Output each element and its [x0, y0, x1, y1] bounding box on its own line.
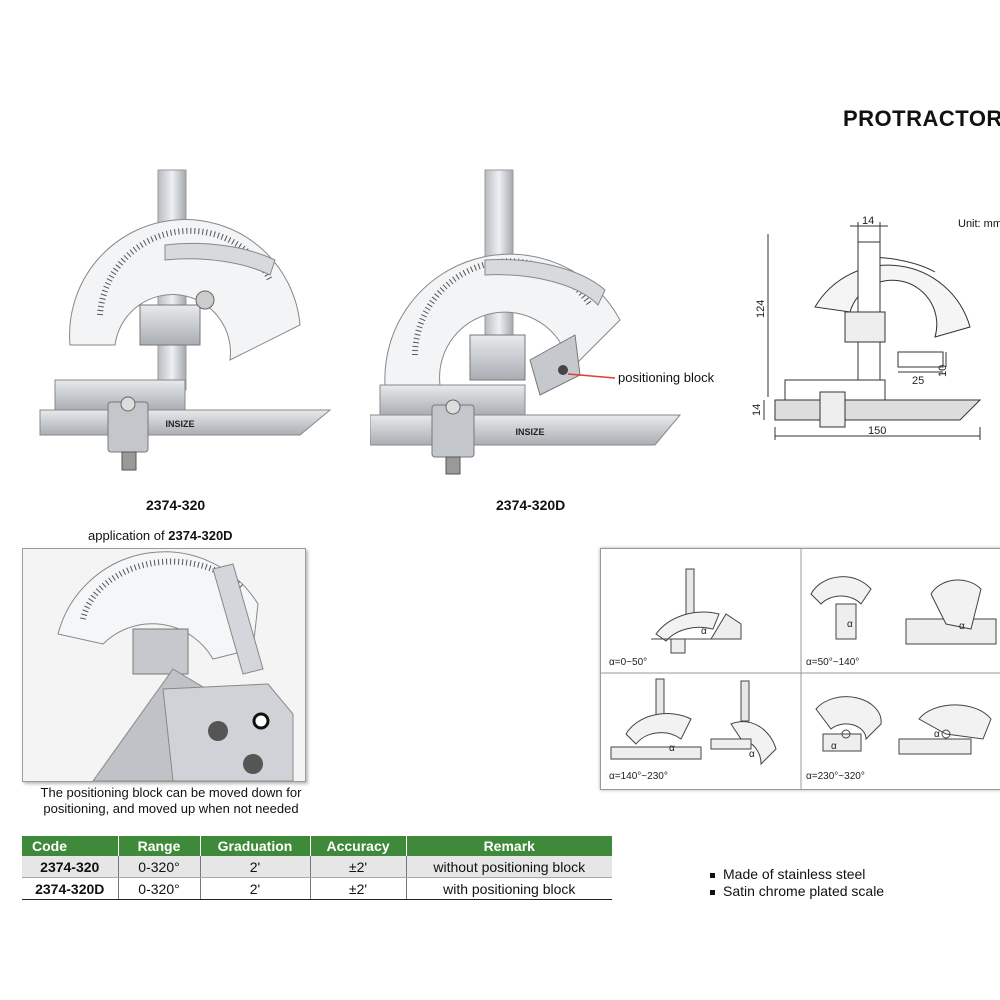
col-range: Range — [118, 836, 201, 856]
alpha-label: α — [831, 741, 837, 752]
dim-14-top: 14 — [862, 215, 874, 227]
application-code: 2374-320D — [168, 528, 233, 543]
usage-diagrams: α α=0~50° α α α=50°~140° α α α=140°~230° — [601, 549, 1000, 789]
col-code: Code — [22, 836, 119, 856]
protractor-photo-2374-320: INSIZE — [39, 169, 332, 471]
usage-diagram-0-50: α α=0~50° — [609, 568, 742, 668]
alpha-label: α — [847, 619, 853, 630]
usage-diagram-230-320: α α α=230°~320° — [806, 696, 992, 782]
cell-range: 0-320° — [118, 856, 201, 878]
dimension-drawing: 14 124 25 10 14 150 — [751, 215, 982, 440]
product-caption-1: 2374-320 — [146, 497, 206, 513]
bullet-icon — [710, 872, 715, 878]
dim-150: 150 — [868, 425, 886, 437]
cell-range: 0-320° — [118, 877, 201, 900]
cell-remark: with positioning block — [406, 877, 612, 900]
alpha-label: α — [701, 626, 707, 637]
col-remark: Remark — [406, 836, 612, 856]
usage-diagram-panel: α α=0~50° α α α=50°~140° α α α=140°~230° — [600, 548, 1000, 790]
table-row: 2374-320D 0-320° 2' ±2' with positioning… — [22, 877, 612, 900]
cell-accuracy: ±2' — [310, 856, 407, 878]
brand-logo: INSIZE — [515, 427, 544, 437]
unit-label: Unit: mm — [958, 218, 1000, 230]
usage-diagram-50-140: α α α=50°~140° — [806, 576, 997, 668]
feature-list: Made of stainless steel Satin chrome pla… — [710, 866, 884, 900]
application-photo-frame — [22, 548, 306, 782]
cell-code: 2374-320 — [22, 856, 119, 878]
application-note: The positioning block can be moved down … — [40, 785, 302, 816]
application-label: application of 2374-320D — [88, 528, 233, 543]
spec-table-header: Code Range Graduation Accuracy Remark — [22, 836, 612, 856]
brand-logo: INSIZE — [165, 419, 194, 429]
usage-range-1: α=50°~140° — [806, 657, 859, 668]
page-title: PROTRACTOR — [843, 106, 1000, 131]
col-accuracy: Accuracy — [310, 836, 407, 856]
cell-graduation: 2' — [200, 877, 311, 900]
alpha-label: α — [749, 749, 755, 760]
positioning-block-callout: positioning block — [618, 370, 715, 385]
dim-10: 10 — [937, 365, 949, 377]
feature-item: Satin chrome plated scale — [710, 883, 884, 900]
dim-25: 25 — [912, 375, 924, 387]
col-graduation: Graduation — [200, 836, 311, 856]
dim-14-side: 14 — [751, 404, 763, 416]
usage-range-2: α=140°~230° — [609, 771, 668, 782]
cell-code: 2374-320D — [22, 877, 119, 900]
usage-range-0: α=0~50° — [609, 657, 647, 668]
application-photo — [57, 551, 294, 781]
cell-accuracy: ±2' — [310, 877, 407, 900]
product-caption-2: 2374-320D — [496, 497, 566, 513]
bullet-icon — [710, 889, 715, 895]
usage-diagram-140-230: α α α=140°~230° — [609, 678, 777, 782]
feature-item: Made of stainless steel — [710, 866, 884, 883]
protractor-photo-2374-320D: INSIZE — [370, 169, 682, 475]
alpha-label: α — [934, 729, 940, 740]
alpha-label: α — [959, 621, 965, 632]
usage-range-3: α=230°~320° — [806, 771, 865, 782]
cell-graduation: 2' — [200, 856, 311, 878]
table-row: 2374-320 0-320° 2' ±2' without positioni… — [22, 856, 612, 878]
spec-table: Code Range Graduation Accuracy Remark 23… — [22, 836, 612, 900]
dim-124: 124 — [755, 300, 767, 318]
cell-remark: without positioning block — [406, 856, 612, 878]
alpha-label: α — [669, 743, 675, 754]
